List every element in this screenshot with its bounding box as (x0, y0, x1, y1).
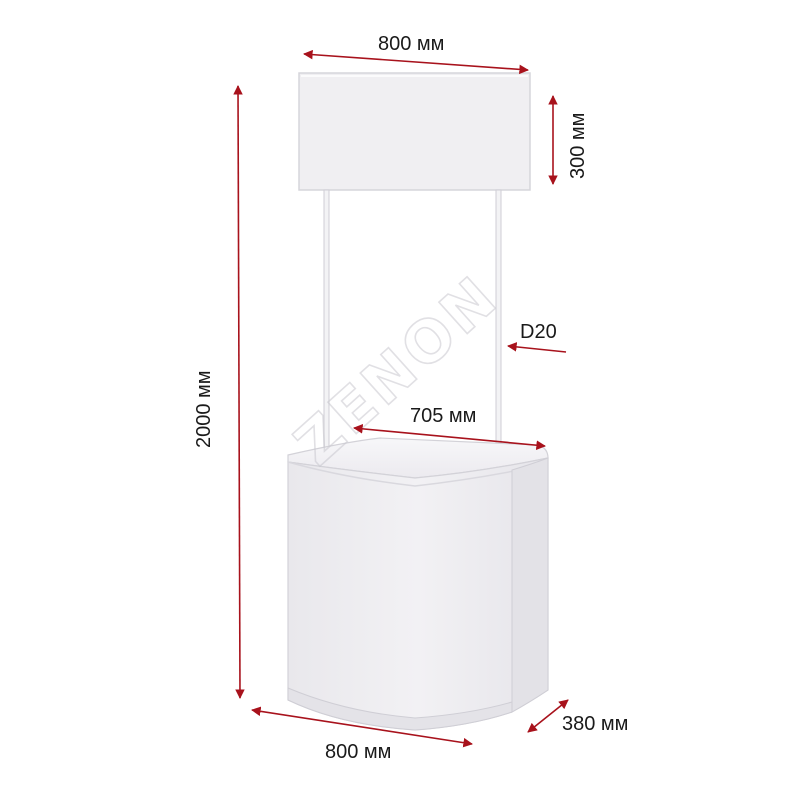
dim-line-base-width (251, 706, 473, 748)
label-total-height: 2000 мм (193, 370, 215, 448)
label-base-width: 800 мм (325, 741, 391, 763)
dim-line-depth (527, 699, 569, 733)
label-top-width: 705 мм (410, 405, 476, 427)
dim-line-banner-width (303, 49, 529, 75)
counter-body (287, 437, 549, 731)
dim-line-total-height (233, 85, 245, 699)
label-banner-height: 300 мм (567, 113, 589, 179)
dim-line-top-width (353, 424, 546, 450)
dimension-lines (233, 49, 569, 748)
label-pole-diameter: D20 (520, 321, 557, 343)
dim-line-pole-diameter (507, 342, 567, 353)
label-banner-width: 800 мм (378, 33, 444, 55)
label-depth: 380 мм (562, 713, 628, 735)
banner-panel (298, 72, 531, 191)
dimension-labels: 800 мм 300 мм 2000 мм D20 705 мм 800 мм … (193, 33, 628, 763)
